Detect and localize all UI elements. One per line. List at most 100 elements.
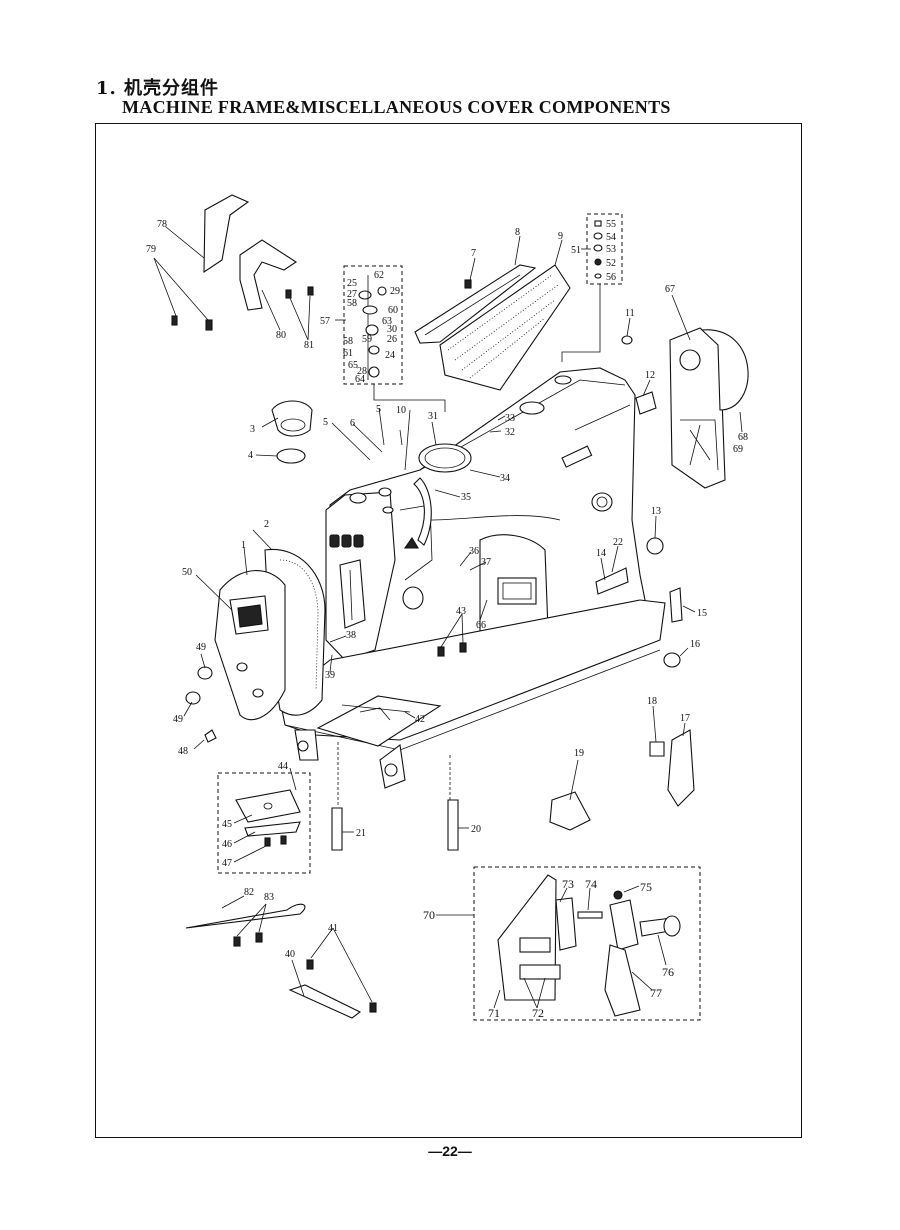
part-label: 83 bbox=[264, 892, 274, 903]
part-label: 39 bbox=[325, 670, 335, 681]
diagram-frame bbox=[95, 123, 802, 1138]
section-subtitle: MACHINE FRAME&MISCELLANEOUS COVER COMPON… bbox=[122, 97, 671, 117]
part-label: 70 bbox=[423, 908, 435, 922]
part-label: 64 bbox=[355, 374, 365, 385]
part-label: 16 bbox=[690, 639, 700, 650]
part-13-shape bbox=[646, 537, 664, 555]
part-label: 77 bbox=[650, 986, 662, 1000]
part-label: 10 bbox=[396, 405, 406, 416]
part-label: 49 bbox=[173, 714, 183, 725]
part-label: 50 bbox=[182, 567, 192, 578]
part-label: 24 bbox=[385, 350, 395, 361]
part-18-shape bbox=[649, 741, 665, 757]
part-label: 20 bbox=[471, 824, 481, 835]
feed-plate-group bbox=[235, 789, 301, 847]
part-label: 81 bbox=[304, 340, 314, 351]
part-label: 7 bbox=[471, 248, 476, 259]
face-plate-assembly bbox=[185, 548, 326, 743]
oil-cap-part bbox=[271, 400, 313, 464]
part-label: 80 bbox=[276, 330, 286, 341]
page-number: —22— bbox=[428, 1143, 472, 1159]
part-label: 61 bbox=[343, 348, 353, 359]
part-label: 73 bbox=[562, 877, 574, 891]
part-label: 19 bbox=[574, 748, 584, 759]
part-43b-shape bbox=[459, 642, 467, 653]
machine-bed bbox=[279, 599, 666, 789]
part-label: 33 bbox=[505, 413, 515, 424]
part-label: 8 bbox=[515, 227, 520, 238]
part-label: 69 bbox=[733, 444, 743, 455]
group-box-44 bbox=[217, 772, 311, 874]
part-82-shape bbox=[185, 903, 306, 929]
part-label: 28 bbox=[357, 366, 367, 377]
part-label: 54 bbox=[606, 232, 616, 243]
part-label: 52 bbox=[606, 258, 616, 269]
part-label: 45 bbox=[222, 819, 232, 830]
part-label: 49 bbox=[196, 642, 206, 653]
part-20-shape bbox=[447, 799, 459, 851]
part-12-shape bbox=[635, 391, 657, 415]
stack-parts-51 bbox=[593, 220, 603, 279]
part-label: 3 bbox=[250, 424, 255, 435]
part-label: 47 bbox=[222, 858, 232, 869]
part-label: 71 bbox=[488, 1006, 500, 1020]
part-label: 37 bbox=[481, 557, 491, 568]
part-11-shape bbox=[621, 335, 633, 345]
part-label: 5 bbox=[323, 417, 328, 428]
side-cover-67 bbox=[669, 327, 749, 489]
part-label: 25 bbox=[347, 278, 357, 289]
part-label: 56 bbox=[606, 272, 616, 283]
part-label: 79 bbox=[146, 244, 156, 255]
part-label: 26 bbox=[387, 334, 397, 345]
part-label: 75 bbox=[640, 880, 652, 894]
top-cover-parts bbox=[414, 264, 571, 391]
group-box-57 bbox=[343, 265, 403, 385]
guide-lines bbox=[337, 742, 451, 806]
part-label: 31 bbox=[428, 411, 438, 422]
part-19-shape bbox=[549, 791, 591, 831]
part-label: 55 bbox=[606, 219, 616, 230]
part-label: 13 bbox=[651, 506, 661, 517]
part-label: 14 bbox=[596, 548, 606, 559]
part-label: 72 bbox=[532, 1006, 544, 1020]
part-41a-shape bbox=[306, 959, 314, 970]
part-label: 2 bbox=[264, 519, 269, 530]
part-label: 6 bbox=[350, 418, 355, 429]
bracket-parts bbox=[171, 194, 314, 331]
part-label: 48 bbox=[178, 746, 188, 757]
part-label: 15 bbox=[697, 608, 707, 619]
part-label: 35 bbox=[461, 492, 471, 503]
part-label: 58 bbox=[347, 298, 357, 309]
part-label: 5 bbox=[376, 404, 381, 415]
part-43a-shape bbox=[437, 646, 445, 657]
part-label: 58 bbox=[343, 336, 353, 347]
part-14-shape bbox=[595, 567, 629, 595]
part-label: 78 bbox=[157, 219, 167, 230]
part-16-shape bbox=[663, 652, 681, 668]
part-83b-shape bbox=[255, 932, 263, 943]
tension-assembly bbox=[358, 275, 387, 380]
part-label: 67 bbox=[665, 284, 675, 295]
part-17-shape bbox=[667, 729, 695, 807]
part-label: 43 bbox=[456, 606, 466, 617]
part-label: 18 bbox=[647, 696, 657, 707]
group-box-70 bbox=[473, 866, 701, 1021]
part-label: 32 bbox=[505, 427, 515, 438]
part-label: 66 bbox=[476, 620, 486, 631]
part-label: 59 bbox=[362, 334, 372, 345]
part-41b-shape bbox=[369, 1002, 377, 1013]
part-label: 68 bbox=[738, 432, 748, 443]
part-label: 17 bbox=[680, 713, 690, 724]
part-label: 30 bbox=[387, 324, 397, 335]
part-label: 60 bbox=[388, 305, 398, 316]
part-label: 65 bbox=[348, 360, 358, 371]
part-label: 22 bbox=[613, 537, 623, 548]
part-label: 46 bbox=[222, 839, 232, 850]
group-box-51 bbox=[586, 213, 623, 285]
part-label: 44 bbox=[278, 761, 288, 772]
part-15-shape bbox=[669, 587, 683, 623]
part-label: 12 bbox=[645, 370, 655, 381]
part-label: 1 bbox=[241, 540, 246, 551]
part-label: 38 bbox=[346, 630, 356, 641]
part-label: 4 bbox=[248, 450, 253, 461]
